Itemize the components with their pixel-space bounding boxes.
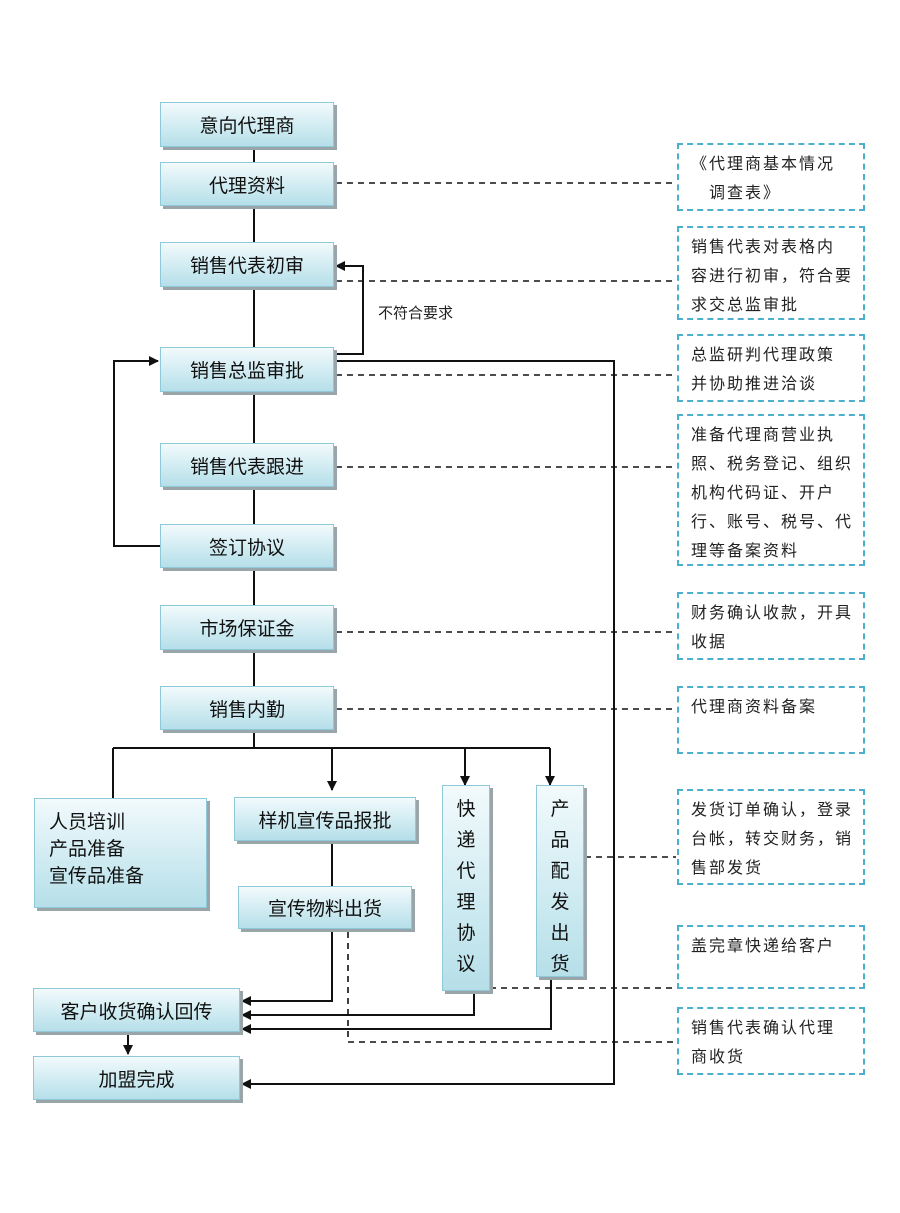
- step-sample-promo-approval: 样机宣传品报批: [234, 797, 416, 841]
- step-label: 销售总监审批: [189, 360, 304, 382]
- note-director: 总监研判代理政策 并协助推进洽谈: [677, 334, 865, 402]
- edge-delivery-to-receipt: [241, 977, 552, 1034]
- edge-express-to-receipt: [241, 991, 475, 1020]
- note-line: 收据: [691, 632, 728, 651]
- step-agent-materials: 代理资料: [160, 162, 334, 206]
- step-label: 客户收货确认回传: [60, 1000, 213, 1023]
- note-line: 照、税务登记、组织: [691, 454, 854, 473]
- dash-promo-receipt-note: [347, 932, 676, 1043]
- step-label: 加盟完成: [98, 1068, 175, 1091]
- note-line: 《代理商基本情况: [691, 154, 836, 173]
- step-char: 货: [550, 953, 570, 975]
- step-label: 销售代表初审: [189, 255, 304, 277]
- step-label: 市场保证金: [199, 618, 295, 640]
- step-label: 销售内勤: [208, 698, 285, 721]
- step-char: 理: [456, 891, 476, 913]
- note-line: 售部发货: [691, 858, 764, 877]
- step-char: 产: [550, 798, 570, 820]
- note-admin: 代理商资料备案: [677, 686, 865, 754]
- note-line: 财务确认收款，开具: [691, 603, 854, 622]
- note-receipt: 销售代表确认代理 商收货: [677, 1007, 865, 1075]
- note-line: 容进行初审，符合要: [691, 266, 854, 285]
- note-line: 发货订单确认，登录: [691, 800, 854, 819]
- note-survey-form: 《代理商基本情况 调查表》: [677, 143, 865, 211]
- step-char: 递: [456, 829, 476, 851]
- step-intent-agent: 意向代理商: [160, 102, 334, 147]
- note-line: 销售代表确认代理: [691, 1018, 836, 1037]
- step-rep-initial-review: 销售代表初审: [160, 242, 334, 287]
- step-promo-shipment: 宣传物料出货: [238, 886, 412, 929]
- note-line: 总监研判代理政策: [691, 345, 836, 364]
- note-line: 机构代码证、开户: [691, 483, 836, 502]
- note-line: 销售代表对表格内: [691, 237, 836, 256]
- note-line: 准备代理商营业执: [691, 425, 836, 444]
- step-label: 销售代表跟进: [189, 455, 304, 478]
- edge-sign-back-to-approval: [113, 356, 160, 547]
- step-express-agreement: 快 递 代 理 协 议: [442, 785, 490, 991]
- step-char: 代: [456, 860, 476, 882]
- step-char: 出: [550, 922, 570, 944]
- edge-approval-to-complete: [241, 360, 615, 1089]
- step-label: 意向代理商: [199, 115, 295, 137]
- step-label: 代理资料: [208, 174, 285, 197]
- edge-not-compliant-loop: [334, 261, 364, 355]
- step-label: 宣传物料出货: [267, 898, 382, 920]
- note-line: 盖完章快递给客户: [691, 936, 836, 955]
- step-label-line: 宣传品准备: [49, 865, 145, 887]
- step-product-delivery: 产 品 配 发 出 货: [536, 785, 584, 977]
- note-follow-up: 准备代理商营业执 照、税务登记、组织 机构代码证、开户 行、账号、税号、代 理等…: [677, 414, 865, 566]
- step-market-deposit: 市场保证金: [160, 605, 334, 650]
- step-sales-admin: 销售内勤: [160, 686, 334, 730]
- step-label: 样机宣传品报批: [258, 809, 392, 832]
- step-char: 快: [456, 798, 476, 820]
- step-customer-receipt-confirm: 客户收货确认回传: [33, 988, 240, 1032]
- step-label-line: 产品准备: [49, 838, 126, 860]
- step-director-approval: 销售总监审批: [160, 347, 334, 392]
- step-sign-agreement: 签订协议: [160, 524, 334, 568]
- note-deposit: 财务确认收款，开具 收据: [677, 592, 865, 660]
- edge-label-not-compliant: 不符合要求: [378, 304, 454, 322]
- step-training: 人员培训 产品准备 宣传品准备: [34, 798, 207, 908]
- step-franchise-complete: 加盟完成: [33, 1056, 240, 1100]
- note-line: 求交总监审批: [691, 295, 800, 314]
- note-line: 台帐，转交财务，销: [691, 829, 854, 848]
- note-express: 盖完章快递给客户: [677, 925, 865, 989]
- step-label-line: 人员培训: [49, 811, 126, 833]
- step-char: 发: [550, 891, 570, 913]
- note-line: 代理商资料备案: [691, 697, 818, 716]
- step-rep-follow-up: 销售代表跟进: [160, 443, 334, 487]
- step-char: 协: [456, 922, 476, 944]
- note-line: 行、账号、税号、代: [691, 512, 854, 531]
- note-line: 商收货: [691, 1047, 746, 1066]
- note-line: 调查表》: [709, 183, 782, 202]
- note-line: 并协助推进洽谈: [691, 374, 818, 393]
- note-initial-review: 销售代表对表格内 容进行初审，符合要 求交总监审批: [677, 226, 865, 320]
- step-char: 议: [456, 953, 476, 975]
- step-char: 品: [550, 829, 570, 851]
- note-line: 理等备案资料: [691, 541, 800, 560]
- note-delivery: 发货订单确认，登录 台帐，转交财务，销 售部发货: [677, 789, 865, 885]
- edge-promo-to-receipt: [241, 929, 333, 1006]
- step-char: 配: [550, 860, 570, 882]
- step-label: 签订协议: [208, 536, 285, 559]
